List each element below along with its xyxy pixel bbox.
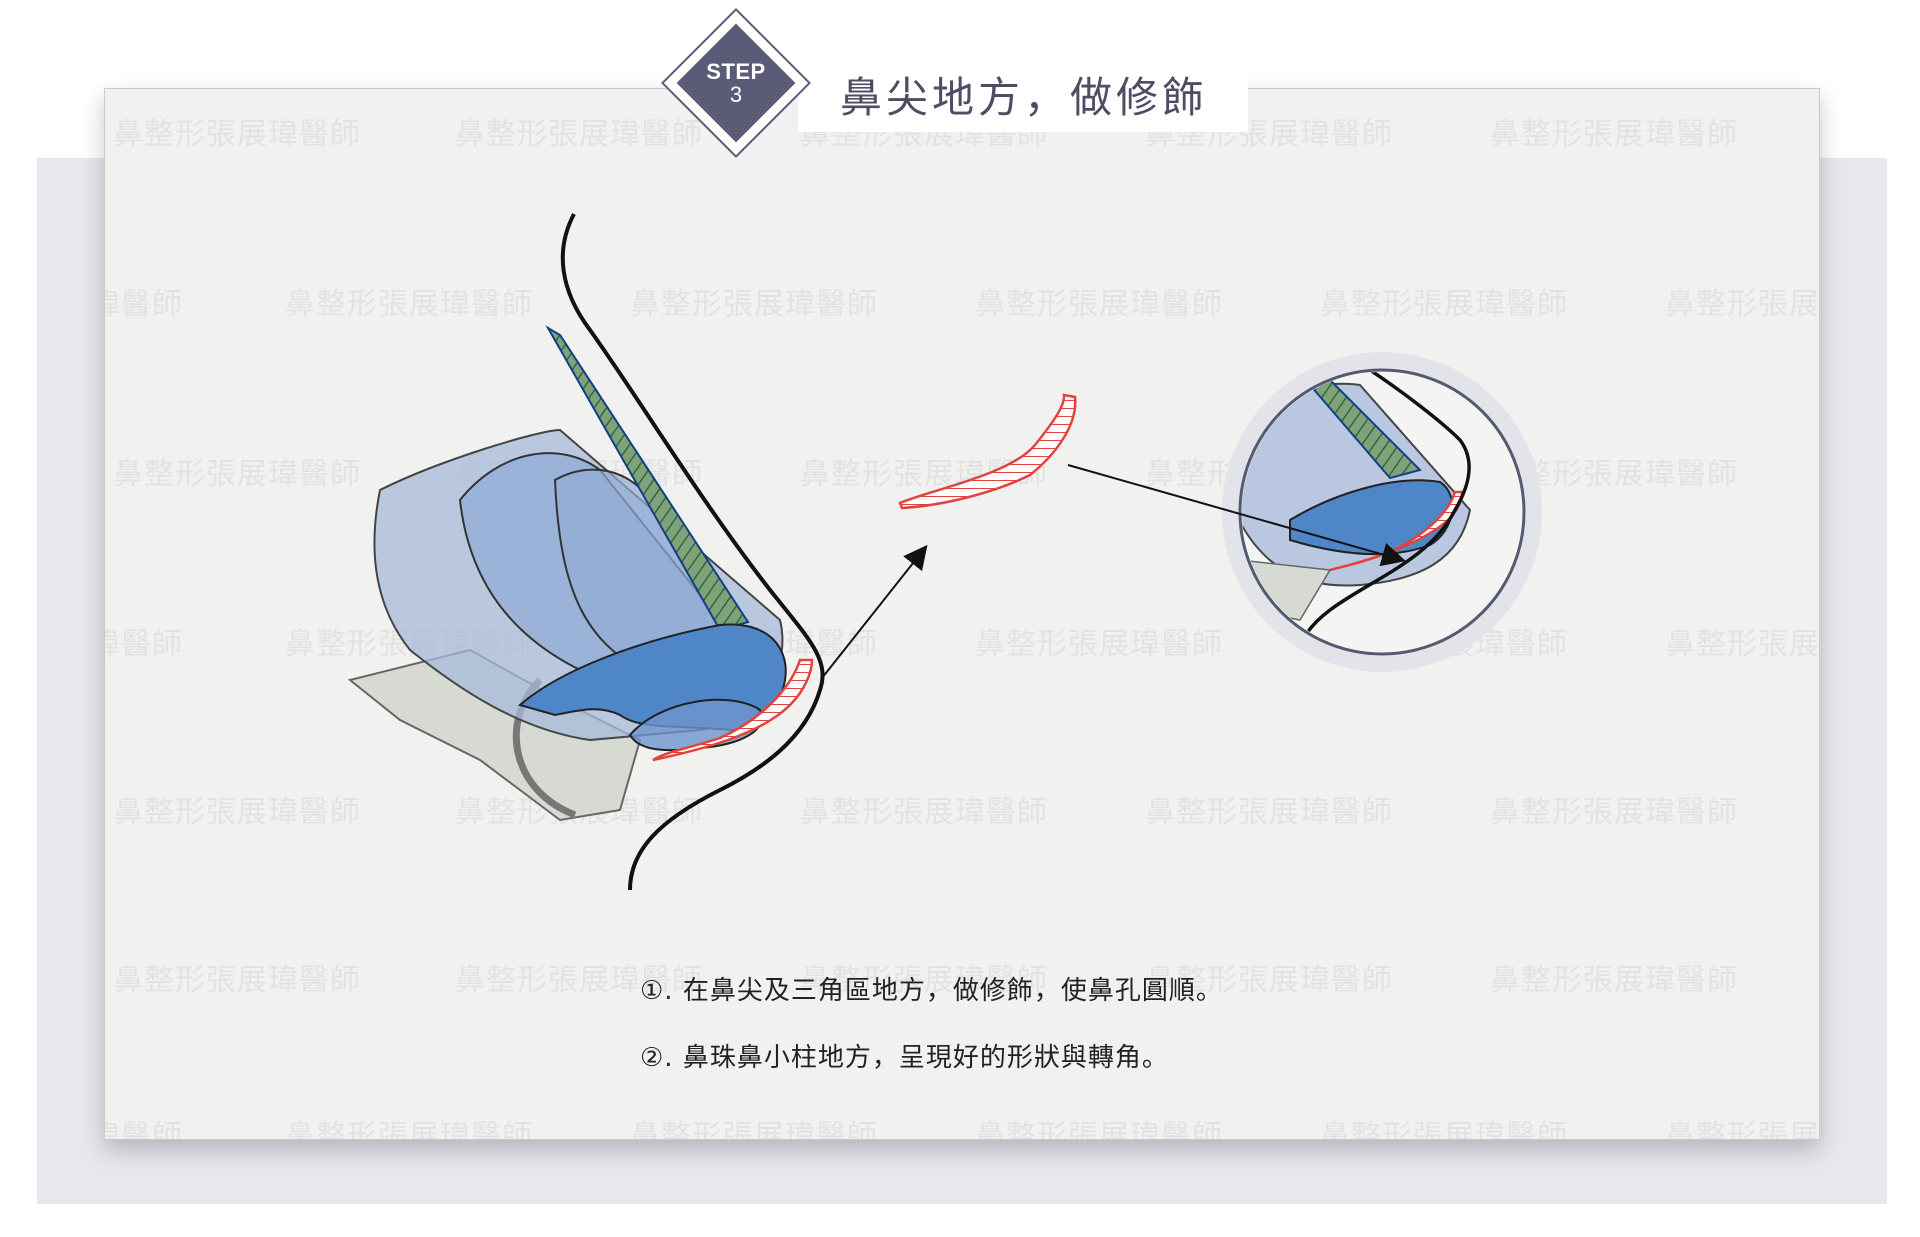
badge-step-text: STEP [706,58,766,84]
step-badge: STEP 3 [661,8,811,158]
tip-graft-placed [652,658,814,762]
badge-label: STEP 3 [683,30,789,136]
page-title: 鼻尖地方，做修飾 [840,73,1209,122]
note-2: ②. 鼻珠鼻小柱地方，呈現好的形狀與轉角。 [640,1043,1169,1073]
step-notes: ①. 在鼻尖及三角區地方，做修飾，使鼻孔圓順。 ②. 鼻珠鼻小柱地方，呈現好的形… [640,970,1223,1104]
badge-step-number: 3 [729,82,743,107]
magnified-view-ring [1238,368,1526,656]
septal-cartilage-strip [545,325,750,632]
tip-graft-piece [898,393,1077,510]
graft-arrow-up [821,544,928,679]
title-background [798,62,1248,132]
nose-profile-outline [560,213,825,891]
graft-arrow-right [1067,464,1406,567]
note-1: ①. 在鼻尖及三角區地方，做修飾，使鼻孔圓順。 [640,976,1223,1006]
